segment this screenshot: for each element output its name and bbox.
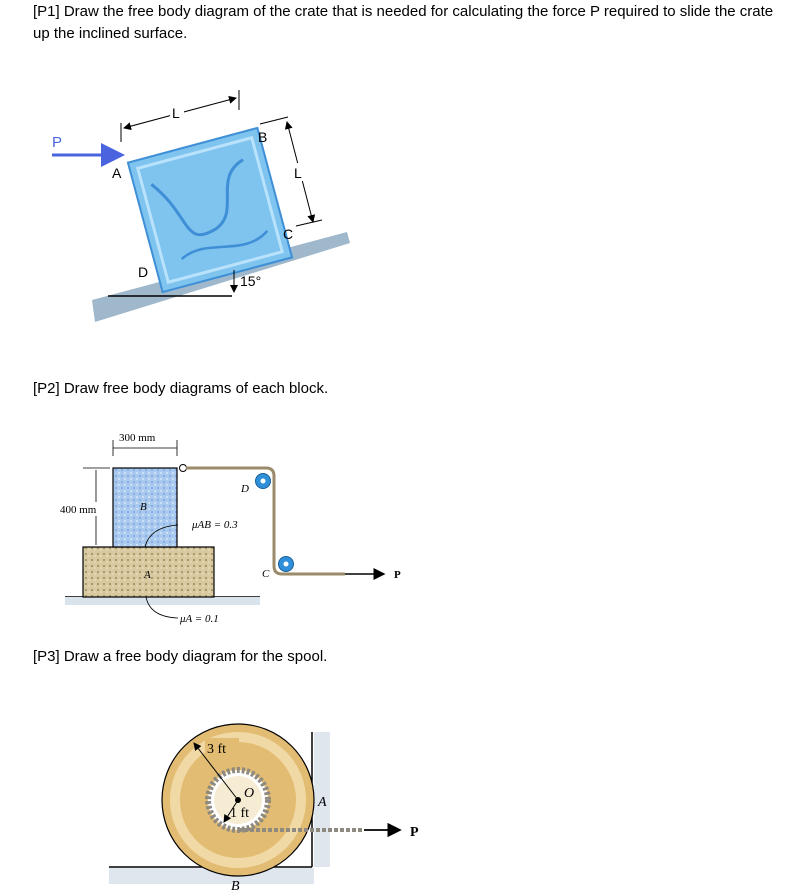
force-p-label-2: P [394,569,401,581]
mu-a-label: μA = 0.1 [179,613,219,625]
width-dim-label: 300 mm [119,432,156,444]
dim-top-label: L [172,105,180,121]
corner-a-label: A [112,165,122,181]
problem-3-text: [P3] Draw a free body diagram for the sp… [33,648,328,665]
outer-radius-label: 3 ft [207,742,226,757]
force-p-label: P [52,134,62,151]
mu-ab-label: μAB = 0.3 [191,519,238,531]
angle-label: 15° [240,273,261,289]
dim-side-label: L [294,165,302,181]
point-a-label: A [317,795,327,810]
rope [186,466,345,576]
corner-d-label: D [138,264,148,280]
pulley-d-label: D [240,483,249,495]
force-p-label-3: P [410,825,419,840]
corner-b-label: B [258,129,267,145]
block-b [112,467,178,548]
corner-c-label: C [283,226,293,242]
point-b-label: B [231,879,240,894]
block-a [82,546,215,598]
height-dim-label: 400 mm [60,504,97,516]
center-o-label: O [244,786,254,801]
crate [126,126,294,294]
inner-radius-label: 1 ft [230,806,249,821]
block-a-label: A [143,569,151,581]
block-b-label: B [140,501,147,513]
problem-2-text: [P2] Draw free body diagrams of each blo… [33,380,329,397]
pulley-c-label: C [262,568,270,580]
problem-1-text: [P1] Draw the free body diagram of the c… [33,3,774,42]
